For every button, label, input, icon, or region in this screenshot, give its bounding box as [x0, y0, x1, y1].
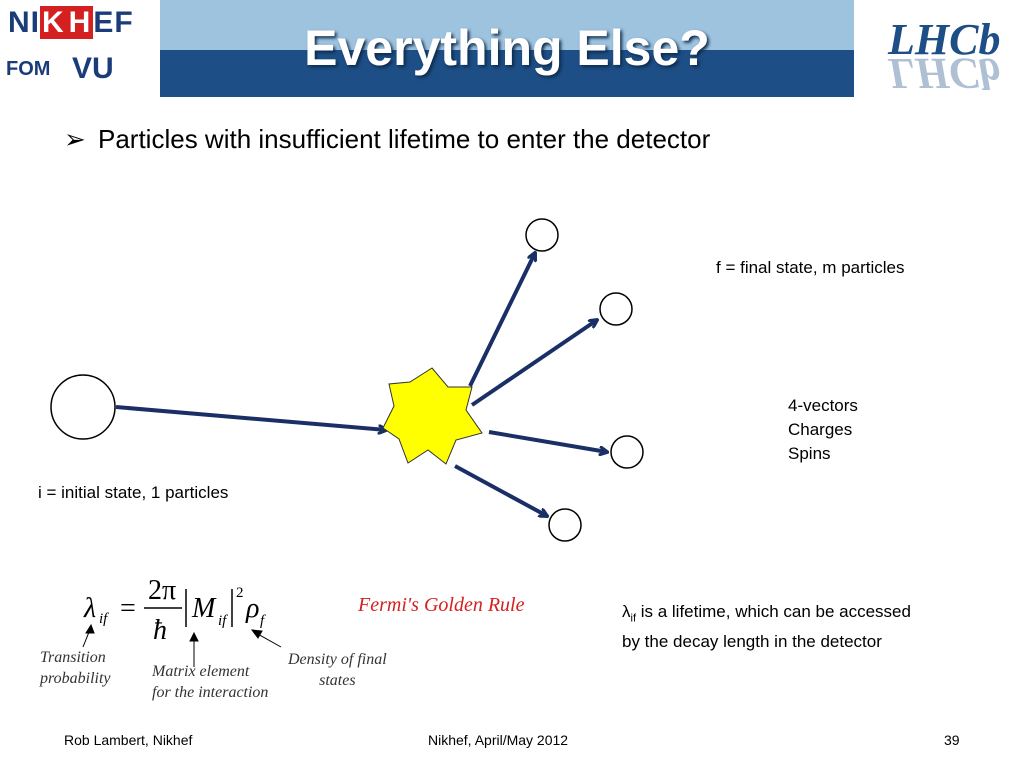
interaction-vertex-star [382, 367, 483, 465]
final-state-circle-4 [548, 508, 582, 542]
formula-graphic: λ if = 2π ħ M if 2 ρ f [82, 575, 282, 667]
outgoing-arrow-3 [488, 430, 607, 452]
initial-state-circle [50, 374, 116, 440]
svg-text:if: if [99, 611, 109, 627]
final-state-circle-1 [525, 218, 559, 252]
svg-text:=: = [120, 593, 136, 624]
fermi-golden-rule-caption: Fermi's Golden Rule [358, 594, 525, 616]
svg-text:ρ: ρ [245, 593, 259, 624]
svg-text:2: 2 [236, 585, 244, 601]
svg-text:ħ: ħ [153, 615, 167, 646]
property-spins: Spins [788, 444, 831, 463]
lhcb-logo: LHCb LHCb [888, 15, 1001, 97]
svg-text:if: if [218, 613, 228, 629]
final-state-circle-3 [610, 435, 644, 469]
outgoing-arrow-4 [454, 464, 547, 516]
footer-author: Rob Lambert, Nikhef [64, 732, 193, 748]
header-band-dark [0, 50, 1024, 97]
bullet-text: Particles with insufficient lifetime to … [98, 124, 711, 154]
final-state-label: f = final state, m particles [716, 258, 905, 277]
header-band-light [0, 0, 1024, 50]
fom-logo: FOM [6, 58, 51, 80]
svg-text:λ: λ [83, 593, 96, 624]
incoming-arrow [115, 405, 386, 430]
properties-list: 4-vectors Charges Spins [788, 394, 858, 466]
initial-state-label: i = initial state, 1 particles [38, 483, 229, 502]
footer-page-number: 39 [944, 732, 960, 748]
right-logo-panel [854, 0, 1024, 97]
svg-text:M: M [191, 593, 217, 624]
svg-text:f: f [260, 613, 266, 629]
slide-title: Everything Else? [304, 20, 710, 76]
outgoing-arrow-1 [468, 253, 535, 387]
lifetime-note: λif is a lifetime, which can be accessed… [622, 602, 911, 652]
property-charges: Charges [788, 420, 853, 439]
vu-logo: VU [72, 52, 114, 85]
arrow-bullet-icon: ➢ [64, 124, 86, 154]
outgoing-arrow-2 [470, 320, 597, 407]
bullet-point: ➢ Particles with insufficient lifetime to… [64, 124, 710, 155]
final-state-circle-2 [599, 292, 633, 326]
svg-text:2π: 2π [148, 575, 176, 606]
property-4-vectors: 4-vectors [788, 396, 858, 415]
footer-event: Nikhef, April/May 2012 [428, 732, 569, 748]
